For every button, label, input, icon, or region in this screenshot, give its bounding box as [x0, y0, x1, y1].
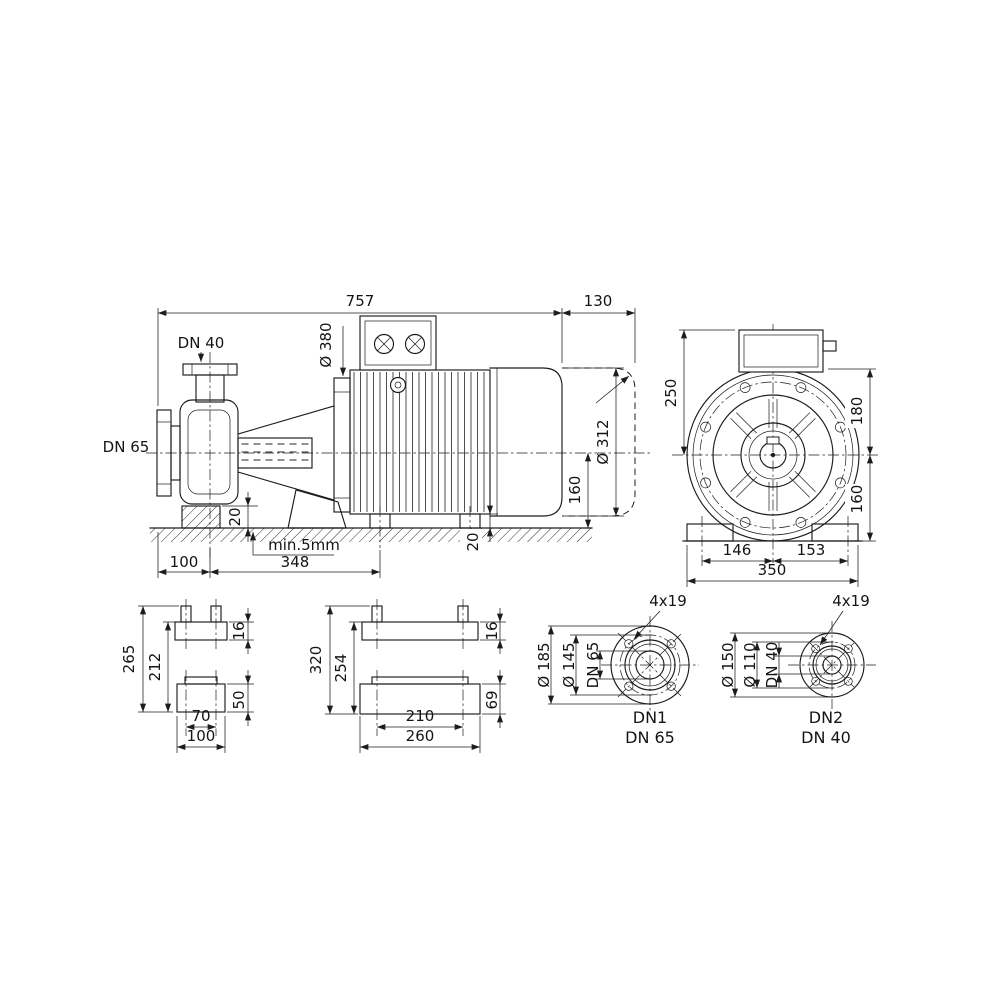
- bolt-circle: [699, 381, 847, 529]
- ground-hatching: [150, 528, 592, 542]
- dim-plate-thickness: 16: [230, 621, 248, 640]
- dim-total-length: 757: [346, 292, 375, 310]
- dim-nominal-bore: DN 65: [584, 642, 602, 689]
- motor-foot-detail: 320 254 16 69 210 260: [307, 599, 506, 753]
- motor-removal-outline: [562, 367, 636, 517]
- dim-hole-spacing: 210: [406, 707, 435, 725]
- base-plate: [176, 683, 226, 713]
- dim-pump-foot-height: 20: [226, 507, 244, 526]
- dim-width: 100: [187, 727, 216, 745]
- screw-icon: [404, 333, 426, 355]
- motor-feet-front: [682, 516, 863, 568]
- screw-icon: [373, 333, 395, 355]
- flange-caption: DN 40: [801, 728, 851, 747]
- dim-motor-foot-height: 20: [464, 532, 482, 551]
- dim-clear-height: 254: [332, 654, 350, 683]
- hub-inner-circle: [748, 430, 798, 480]
- dim-clear-height: 212: [146, 653, 164, 682]
- label-bolt-holes: 4x19: [649, 592, 687, 610]
- flange-inner-rim: [692, 374, 854, 536]
- side-view: 757 130 DN 40 DN 65 Ø 380 Ø 312 160 20 m…: [103, 292, 652, 578]
- dim-bolt-circle-dia: Ø 145: [560, 642, 578, 687]
- dim-foot-spacing: 348: [281, 553, 310, 571]
- dim-right-foot-offset: 153: [797, 541, 826, 559]
- dim-plate-thickness: 16: [483, 621, 501, 640]
- pump-support-foot: [181, 505, 221, 529]
- raised-face-circle: [812, 645, 852, 685]
- support-leg: [287, 489, 347, 529]
- flange-caption: DN 65: [625, 728, 675, 747]
- flange-detail-dn1: 4x19 Ø 185 Ø 145 DN 65 DN1 DN 65: [535, 592, 699, 747]
- side-view-dimensions: 757 130 DN 40 DN 65 Ø 380 Ø 312 160 20 m…: [103, 292, 636, 578]
- dim-overall-width: 350: [758, 561, 787, 579]
- top-plate: [174, 621, 228, 641]
- cable-gland: [822, 340, 837, 352]
- pump-foot-dimensions: 265 212 16 50 70 100: [120, 605, 254, 753]
- pump-foot-detail: 265 212 16 50 70 100: [120, 599, 254, 753]
- coupling-guard: [237, 405, 335, 501]
- motor-body: [349, 369, 491, 515]
- dim-base-height: 69: [483, 690, 501, 709]
- fan-cover: [489, 367, 563, 517]
- dim-center-to-box-top: 250: [662, 379, 680, 408]
- base-plate: [359, 683, 481, 715]
- front-view-dimensions: 250 180 160 146 153 350: [662, 329, 876, 587]
- dim-bolt-circle-dia: Ø 110: [741, 642, 759, 687]
- lifting-eye: [389, 376, 407, 394]
- bolt-holes: [811, 644, 853, 686]
- discharge-flange: [182, 363, 238, 403]
- dim-base-height: 50: [230, 690, 248, 709]
- dim-hole-spacing: 70: [191, 707, 210, 725]
- dim-suction-to-foot: 100: [170, 553, 199, 571]
- dim-center-to-top: 180: [848, 397, 866, 426]
- dim-overall-height: 265: [120, 645, 138, 674]
- label-suction-flange: DN 65: [103, 438, 150, 456]
- front-view: 250 180 160 146 153 350: [662, 324, 878, 587]
- top-plate: [361, 621, 479, 641]
- flange-dn1-dimensions: 4x19 Ø 185 Ø 145 DN 65 DN1 DN 65: [535, 592, 687, 747]
- shaft-keyway: [766, 436, 780, 445]
- label-discharge-flange: DN 40: [178, 334, 225, 352]
- dim-nominal-bore: DN 40: [763, 642, 781, 689]
- dim-center-to-base: 160: [848, 485, 866, 514]
- flange-caption: DN2: [809, 708, 843, 727]
- label-bolt-holes: 4x19: [832, 592, 870, 610]
- flange-caption: DN1: [633, 708, 667, 727]
- shaft-center-mark: [770, 452, 776, 458]
- terminal-box: [359, 315, 437, 371]
- flange-detail-dn2: 4x19 Ø 150 Ø 110 DN 40 DN2 DN 40: [719, 592, 876, 747]
- dim-motor-flange-dia: Ø 380: [317, 322, 335, 367]
- flange-dn2-dimensions: 4x19 Ø 150 Ø 110 DN 40 DN2 DN 40: [719, 592, 870, 747]
- removal-direction-arrow: [595, 375, 630, 404]
- dim-outer-dia: Ø 185: [535, 642, 553, 687]
- dim-removal-space: 130: [584, 292, 613, 310]
- terminal-box-front: [738, 329, 837, 373]
- motor-foot-dimensions: 320 254 16 69 210 260: [307, 605, 506, 753]
- dim-overall-height: 320: [307, 646, 325, 675]
- bolt-holes: [624, 639, 676, 691]
- raised-face-circle: [624, 639, 676, 691]
- motor-housing-circle: [712, 394, 834, 516]
- dim-min-gap: min.5mm: [268, 536, 340, 554]
- dim-motor-dia: Ø 312: [594, 419, 612, 464]
- flange-bolt-holes: [700, 382, 846, 528]
- dim-width: 260: [406, 727, 435, 745]
- dim-left-foot-offset: 146: [723, 541, 752, 559]
- dim-outer-dia: Ø 150: [719, 642, 737, 687]
- hub-circle: [740, 422, 806, 488]
- dim-shaft-height: 160: [566, 476, 584, 505]
